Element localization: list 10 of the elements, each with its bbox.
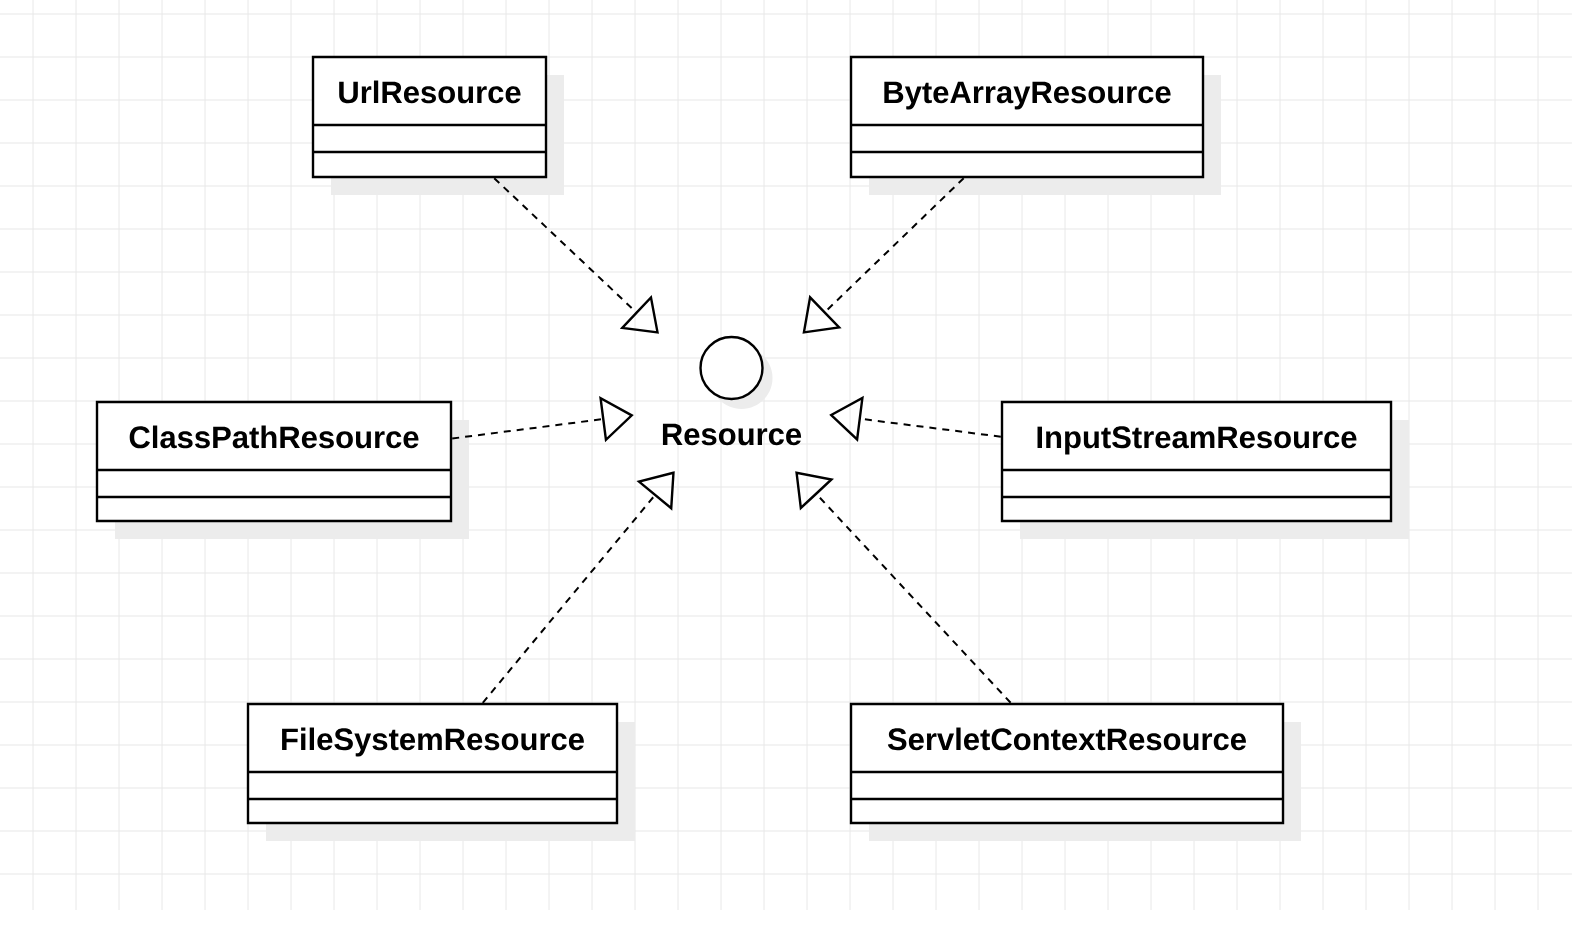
realization-arrow (493, 177, 659, 334)
class-box: UrlResource (311, 55, 564, 195)
realization-arrow (481, 471, 675, 704)
realization-arrow (795, 471, 1012, 704)
realization-arrow (802, 177, 965, 334)
class-box: FileSystemResource (246, 702, 635, 841)
class-box: ServletContextResource (849, 702, 1301, 841)
class-box: ClassPathResource (95, 400, 469, 539)
class-box: ByteArrayResource (849, 55, 1221, 195)
class-box: InputStreamResource (1000, 400, 1409, 539)
